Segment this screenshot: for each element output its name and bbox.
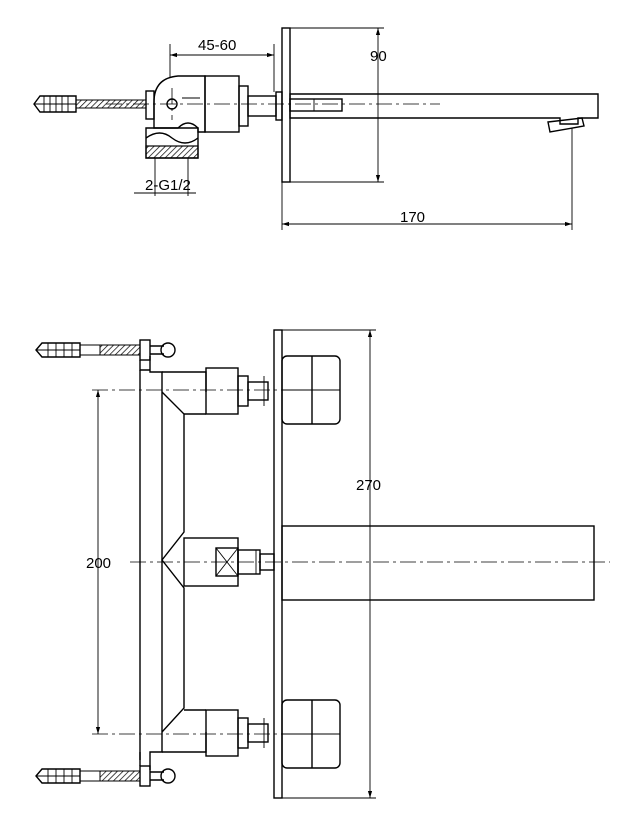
wall-plate-front	[273, 329, 283, 799]
dim-thread-label: 2-G1/2	[145, 177, 191, 194]
mixer-body-side	[153, 75, 206, 133]
dim-inlet-spacing-label: 200	[86, 555, 111, 572]
dim-overall-height-label: 270	[356, 477, 381, 494]
lower-handle	[281, 699, 341, 769]
mounting-rail	[149, 356, 163, 770]
dim-height-label: 90	[370, 48, 387, 65]
spout-front	[281, 525, 595, 601]
lower-valve-body	[205, 709, 239, 757]
front-view: 270 200	[35, 329, 610, 799]
wall-anchor-bottom	[35, 768, 81, 784]
wall-anchor-top	[35, 342, 81, 358]
wall-plate-side	[281, 27, 291, 183]
dim-spout-length-label: 170	[400, 209, 425, 226]
dim-projection-label: 45-60	[198, 37, 236, 54]
upper-valve-body	[205, 367, 239, 415]
side-view: 45-60 90 170 2-G1/2	[33, 27, 599, 230]
bracket-side	[145, 90, 155, 120]
wall-anchor-side	[33, 95, 77, 113]
upper-handle	[281, 355, 341, 425]
